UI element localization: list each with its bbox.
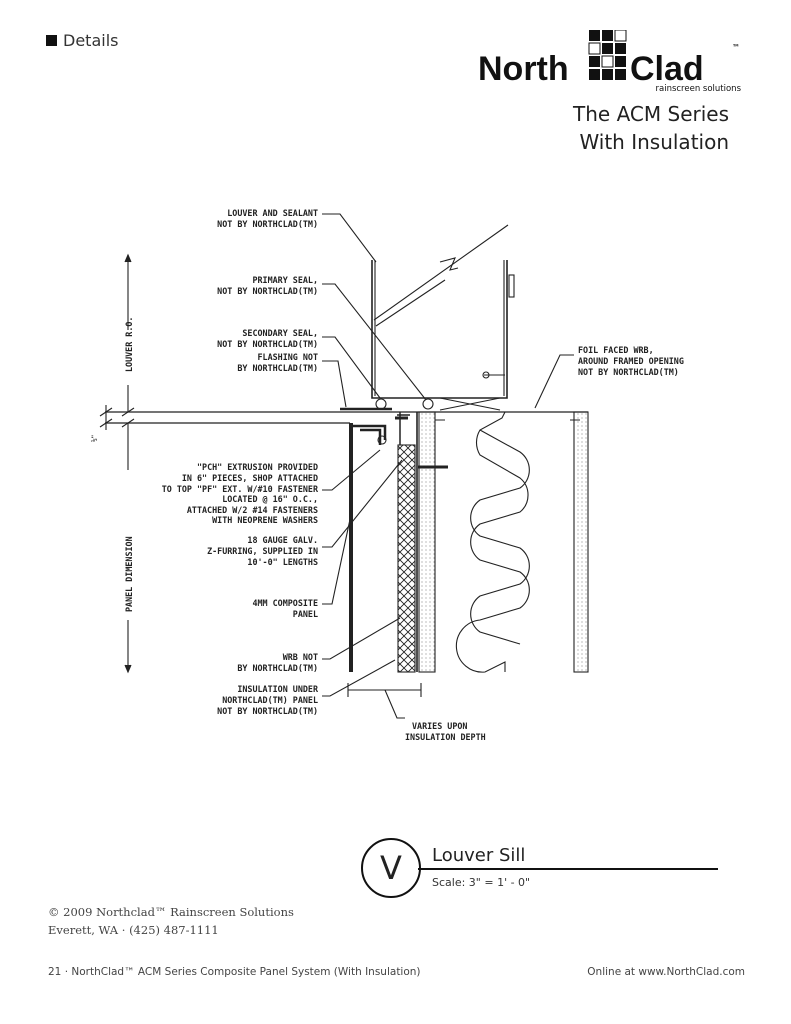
callout-insulation-3: NOT BY NORTHCLAD(TM) xyxy=(217,706,318,716)
callout-wrb-2: BY NORTHCLAD(TM) xyxy=(237,663,318,673)
rigid-insulation xyxy=(397,444,416,673)
callout-pch-6: WITH NEOPRENE WASHERS xyxy=(212,515,318,525)
series-line-1: The ACM Series xyxy=(573,102,729,126)
callout-foil-wrb: FOIL FACED WRB, xyxy=(578,345,654,355)
logo-tagline: rainscreen solutions xyxy=(656,84,742,94)
callout-furring: 18 GAUGE GALV. xyxy=(247,535,318,545)
callout-wrb: WRB NOT xyxy=(283,652,318,662)
logo-grid-icon xyxy=(588,30,627,80)
callout-primary-seal: PRIMARY SEAL, xyxy=(252,275,318,285)
callout-pch-2: IN 6" PIECES, SHOP ATTACHED xyxy=(182,473,318,483)
callout-insulation-2: NORTHCLAD(TM) PANEL xyxy=(222,695,318,705)
northclad-logo: North Clad ™ rainscreen solutions xyxy=(478,30,742,94)
callout-flashing: FLASHING NOT xyxy=(257,352,318,362)
callout-composite-2: PANEL xyxy=(293,609,318,619)
callout-louver-sealant-2: NOT BY NORTHCLAD(TM) xyxy=(217,219,318,229)
section-text: Details xyxy=(63,31,119,50)
section-label: Details xyxy=(46,31,118,50)
callout-foil-wrb-3: NOT BY NORTHCLAD(TM) xyxy=(578,367,679,377)
title-rule xyxy=(418,868,718,870)
logo-north: North xyxy=(478,50,569,88)
logo-tm: ™ xyxy=(732,43,740,52)
louver xyxy=(371,224,515,411)
address-line: Everett, WA · (425) 487-1111 xyxy=(48,923,219,937)
series-title: The ACM Series With Insulation xyxy=(573,100,729,156)
dimension-half-inch: ½" xyxy=(91,435,98,442)
footer-website: Online at www.NorthClad.com xyxy=(587,966,745,978)
callout-varies-2: INSULATION DEPTH xyxy=(405,732,486,742)
copyright-block: © 2009 Northclad™ Rainscreen Solutions E… xyxy=(48,903,294,939)
callout-secondary-seal-2: NOT BY NORTHCLAD(TM) xyxy=(217,339,318,349)
stud xyxy=(573,411,589,673)
dimension-louver-ro: LOUVER R.O. xyxy=(124,317,134,372)
callout-foil-wrb-2: AROUND FRAMED OPENING xyxy=(578,356,684,366)
sheathing xyxy=(418,411,436,673)
callout-pch: "PCH" EXTRUSION PROVIDED xyxy=(197,462,318,472)
callout-secondary-seal: SECONDARY SEAL, xyxy=(242,328,318,338)
callout-flashing-2: BY NORTHCLAD(TM) xyxy=(237,363,318,373)
callout-primary-seal-2: NOT BY NORTHCLAD(TM) xyxy=(217,286,318,296)
footer-page-info: 21 · NorthClad™ ACM Series Composite Pan… xyxy=(48,966,421,978)
bullet-square-icon xyxy=(46,35,57,46)
callout-louver-sealant: LOUVER AND SEALANT xyxy=(227,208,318,218)
callout-insulation: INSULATION UNDER xyxy=(237,684,319,694)
callout-furring-3: 10'-0" LENGTHS xyxy=(247,557,318,567)
detail-marker: V xyxy=(361,838,421,898)
detail-title: Louver Sill xyxy=(432,845,526,866)
callout-pch-5: ATTACHED W/2 #14 FASTENERS xyxy=(187,505,318,515)
pch-extrusion xyxy=(349,424,387,445)
copyright-line: © 2009 Northclad™ Rainscreen Solutions xyxy=(48,905,294,919)
louver-sill-drawing: LOUVER AND SEALANT NOT BY NORTHCLAD(TM) … xyxy=(91,208,684,742)
callout-composite: 4MM COMPOSITE xyxy=(252,598,318,608)
callout-varies: VARIES UPON xyxy=(412,721,467,731)
dimension-panel: PANEL DIMENSION xyxy=(124,536,134,612)
callout-pch-3: TO TOP "PF" EXT. W/#10 FASTENER xyxy=(162,484,319,494)
callout-furring-2: Z-FURRING, SUPPLIED IN xyxy=(207,546,318,556)
series-line-2: With Insulation xyxy=(579,130,729,154)
batt-insulation xyxy=(455,411,530,673)
callout-pch-4: LOCATED @ 16" O.C., xyxy=(222,494,318,504)
logo-clad: Clad xyxy=(630,50,704,88)
detail-scale: Scale: 3" = 1' - 0" xyxy=(432,876,531,889)
